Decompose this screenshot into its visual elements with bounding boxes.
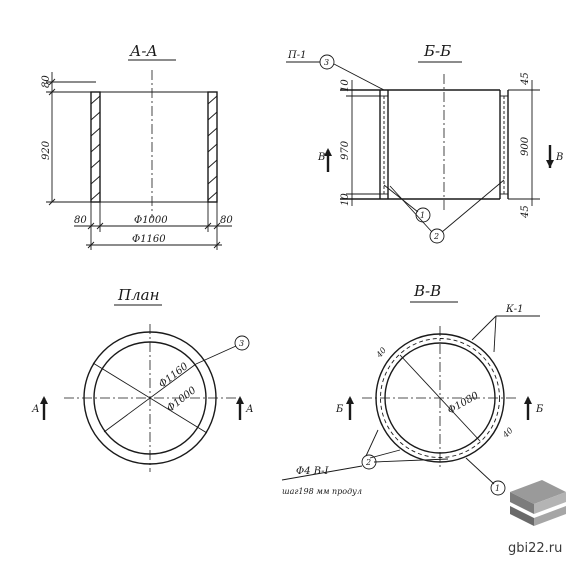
- plan-title: План: [117, 286, 159, 304]
- aa-dim-outer-dia: Φ1160: [132, 234, 166, 245]
- vv-dim-40-right: 40: [500, 426, 514, 440]
- callout-3-plan: [234, 335, 250, 351]
- callout-1-vv: [490, 480, 506, 496]
- aa-dim-920: 920: [41, 140, 52, 160]
- aa-dim-80-left: 80: [74, 215, 87, 226]
- callout-3-bb: [319, 54, 335, 70]
- k1-label: К-1: [505, 304, 523, 315]
- bb-dim-45-top: 45: [520, 72, 531, 86]
- mark-a-left: А: [31, 404, 40, 415]
- svg-text:2: 2: [433, 232, 439, 241]
- mark-b-left: Б: [335, 404, 344, 415]
- vv-dim-40-top: 40: [374, 346, 388, 360]
- svg-text:1: 1: [495, 484, 500, 493]
- plan-dim-outer: Φ1160: [157, 361, 191, 391]
- aa-left-wall: [90, 91, 101, 203]
- logo-stack-icon: [510, 480, 566, 526]
- section-aa: А-А 80 920: [41, 42, 233, 250]
- section-aa-title: А-А: [129, 42, 158, 60]
- aa-right-wall: [207, 91, 218, 203]
- section-vv-title: В-В: [413, 282, 441, 300]
- svg-text:3: 3: [324, 58, 329, 67]
- plan-dim-inner: Φ1000: [165, 385, 199, 415]
- callout-2-vv: [361, 454, 377, 470]
- bb-dim-10-bottom: 10: [340, 193, 351, 206]
- rebar-step-label: шаг198 мм продул: [282, 487, 362, 496]
- watermark-site: gbi22.ru: [508, 541, 562, 556]
- watermark: gbi22.ru: [508, 480, 566, 556]
- aa-dim-inner-dia: Φ1000: [134, 215, 168, 226]
- bb-dim-970: 970: [340, 140, 351, 160]
- mark-v-left: В: [317, 152, 325, 163]
- rebar-spec-label: Φ4 В-I: [296, 466, 329, 477]
- aa-dim-80-right: 80: [220, 215, 233, 226]
- aa-dim-80-top: 80: [41, 75, 52, 88]
- mark-a-right: А: [245, 404, 254, 415]
- section-bb: Б-Б П-1 3 10 970 10 В: [286, 42, 563, 244]
- vv-dim-dia: Φ1080: [446, 390, 481, 417]
- svg-text:1: 1: [420, 211, 425, 220]
- mark-v-right: В: [555, 152, 563, 163]
- callout-2-bb: [429, 228, 445, 244]
- bb-dim-10-top: 10: [340, 79, 351, 92]
- section-bb-title: Б-Б: [423, 42, 451, 60]
- plan-view: План 3 Φ1160 Φ1000 А А: [31, 286, 254, 472]
- svg-text:3: 3: [239, 339, 244, 348]
- bb-dim-900: 900: [520, 136, 531, 156]
- svg-text:2: 2: [365, 458, 371, 467]
- p1-label: П-1: [287, 50, 306, 61]
- bb-dim-45-bottom: 45: [520, 205, 531, 219]
- section-vv: В-В Φ1080 40 40 К-1 Б Б 2 Φ4 В-I шаг198 …: [281, 282, 544, 496]
- mark-b-right: Б: [535, 404, 544, 415]
